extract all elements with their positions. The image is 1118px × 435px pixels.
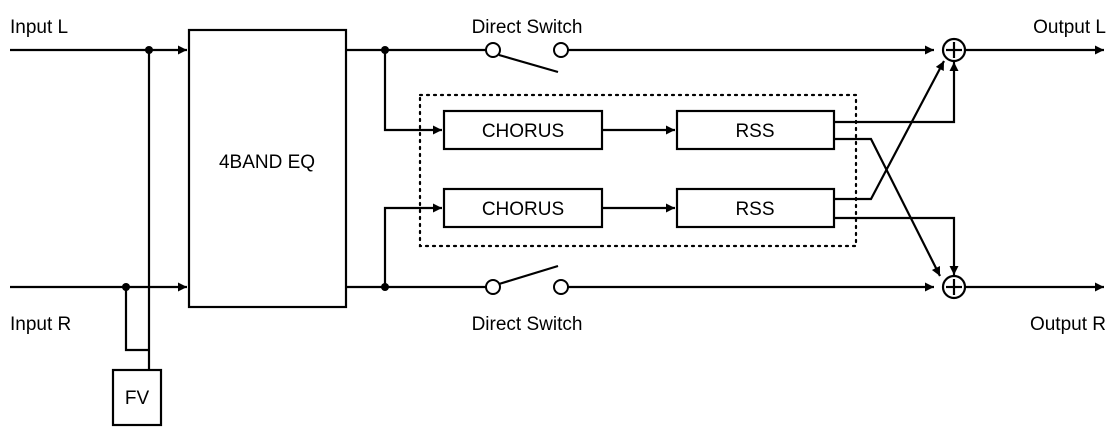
rss-bottom-label: RSS (735, 199, 774, 220)
direct-switch-bottom-blade (498, 264, 559, 286)
chorus-top-label: CHORUS (482, 121, 564, 142)
direct-switch-top-contact-b (553, 42, 569, 58)
fv-tap-r (124, 287, 149, 352)
chorus-top-block (442, 109, 604, 151)
rss-top-to-mix-l (834, 62, 959, 124)
rss-top-label: RSS (735, 121, 774, 142)
direct-switch-top-contact-a (485, 42, 501, 58)
mixer-l (941, 37, 967, 63)
output-l-label: Output L (1033, 17, 1106, 38)
junction-input-r (122, 283, 130, 291)
mixer-r (941, 274, 967, 300)
direct-switch-top-blade (498, 53, 559, 74)
direct-switch-bottom-contact-b (553, 279, 569, 295)
effects-group-outline (418, 93, 858, 248)
eq-label: 4BAND EQ (219, 152, 315, 173)
direct-switch-bottom-label: Direct Switch (472, 314, 583, 335)
rss-top-block (675, 109, 836, 151)
rss-bottom-to-mix-r (834, 216, 959, 275)
chorus-bottom-label: CHORUS (482, 199, 564, 220)
direct-switch-top-label: Direct Switch (472, 17, 583, 38)
rss-top-to-mix-r (834, 137, 941, 277)
branch-to-chorus-bottom (383, 203, 442, 287)
input-l-label: Input L (10, 17, 68, 38)
rss-bottom-block (675, 187, 836, 229)
branch-to-chorus-top (383, 50, 442, 135)
junction-input-l (145, 46, 153, 54)
direct-switch-bottom-contact-a (485, 279, 501, 295)
output-r-label: Output R (1030, 314, 1106, 335)
eq-block (187, 28, 348, 309)
fv-block (111, 368, 163, 427)
rss-bottom-to-mix-l (834, 60, 945, 201)
fv-label: FV (125, 388, 150, 409)
input-r-label: Input R (10, 314, 71, 335)
